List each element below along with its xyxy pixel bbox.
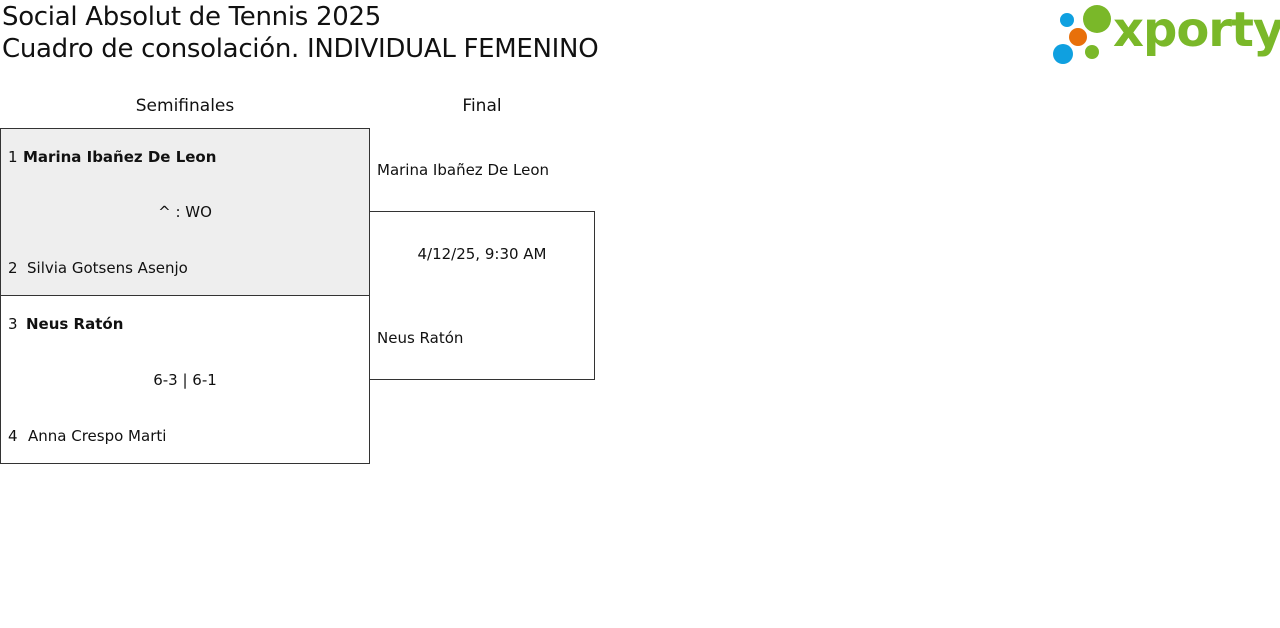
logo-text: xporty [1113, 2, 1280, 58]
seed: 2 [8, 259, 18, 277]
player-name[interactable]: Anna Crespo Marti [28, 427, 167, 445]
final-schedule: 4/12/25, 9:30 AM [417, 245, 547, 263]
final-player-1[interactable]: Marina Ibañez De Leon [377, 161, 550, 179]
final-player-2[interactable]: Neus Ratón [377, 329, 464, 347]
player-name-winner[interactable]: Marina Ibañez De Leon [23, 148, 217, 166]
tournament-title: Social Absolut de Tennis 2025 [2, 2, 381, 32]
seed: 1 [8, 148, 18, 166]
logo-dots-icon [1053, 5, 1111, 64]
seed: 4 [8, 427, 18, 445]
seed: 3 [8, 315, 18, 333]
match-result: 6-3 | 6-1 [153, 371, 217, 389]
round-header-semifinals: Semifinales [135, 96, 235, 116]
match-result: ^ : WO [158, 203, 212, 221]
player-name-winner[interactable]: Neus Ratón [26, 315, 124, 333]
player-name[interactable]: Silvia Gotsens Asenjo [27, 259, 188, 277]
round-header-final: Final [462, 96, 502, 116]
final-match[interactable] [369, 211, 595, 380]
draw-subtitle: Cuadro de consolación. INDIVIDUAL FEMENI… [2, 34, 599, 64]
semifinal-match-1[interactable] [0, 128, 370, 296]
xporty-logo[interactable]: xporty [1050, 2, 1280, 66]
